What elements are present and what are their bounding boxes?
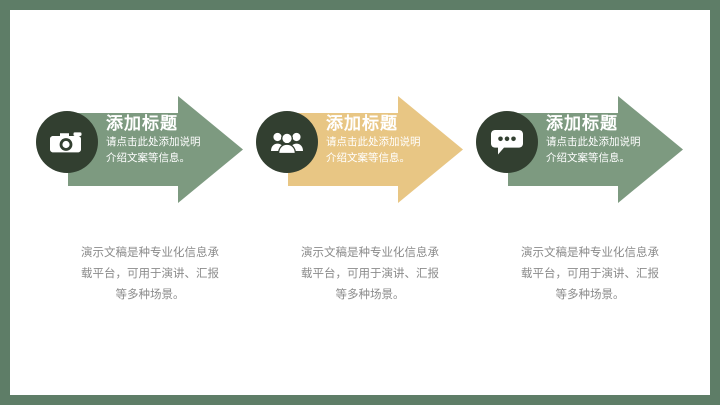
description-3-line-1: 演示文稿是种专业化信息承 xyxy=(521,247,659,259)
description-2-line-1: 演示文稿是种专业化信息承 xyxy=(301,247,439,259)
arrow-shape-2 xyxy=(288,96,463,203)
step-1-text: 添加标题 请点击此处添加说明 介绍文案等信息。 xyxy=(106,113,228,166)
arrow-shape-3 xyxy=(508,96,683,203)
description-1-line-2: 载平台，可用于演讲、汇报 xyxy=(81,268,219,280)
process-step-3[interactable]: 添加标题 请点击此处添加说明 介绍文案等信息。 xyxy=(440,96,684,203)
step-2-icon-badge[interactable] xyxy=(256,111,318,173)
description-2-line-3: 等多种场景。 xyxy=(335,289,405,301)
step-2-sub-line-1: 请点击此处添加说明 xyxy=(326,136,421,148)
step-3-title: 添加标题 xyxy=(546,114,618,133)
description-1-line-1: 演示文稿是种专业化信息承 xyxy=(81,247,219,259)
step-2-title: 添加标题 xyxy=(326,114,398,133)
step-1-title: 添加标题 xyxy=(106,114,178,133)
description-3-line-3: 等多种场景。 xyxy=(555,289,625,301)
step-3-text: 添加标题 请点击此处添加说明 介绍文案等信息。 xyxy=(546,113,668,166)
step-1-icon-badge[interactable] xyxy=(36,111,98,173)
process-step-1[interactable]: 添加标题 请点击此处添加说明 介绍文案等信息。 xyxy=(0,96,244,203)
camera-icon xyxy=(50,132,82,153)
step-1-sub-line-1: 请点击此处添加说明 xyxy=(106,136,201,148)
step-2-text: 添加标题 请点击此处添加说明 介绍文案等信息。 xyxy=(326,113,448,166)
arrow-shape-1 xyxy=(68,96,243,203)
people-group-icon xyxy=(271,132,303,155)
description-2: 演示文稿是种专业化信息承 载平台，可用于演讲、汇报 等多种场景。 xyxy=(275,243,465,306)
slide-canvas xyxy=(10,10,710,395)
process-step-2[interactable]: 添加标题 请点击此处添加说明 介绍文案等信息。 xyxy=(220,96,464,203)
step-1-sub-line-2: 介绍文案等信息。 xyxy=(106,151,190,164)
step-3-icon-badge[interactable] xyxy=(476,111,538,173)
description-2-line-2: 载平台，可用于演讲、汇报 xyxy=(301,268,439,280)
description-3: 演示文稿是种专业化信息承 载平台，可用于演讲、汇报 等多种场景。 xyxy=(495,243,685,306)
description-1: 演示文稿是种专业化信息承 载平台，可用于演讲、汇报 等多种场景。 xyxy=(55,243,245,306)
speech-bubble-icon xyxy=(491,130,523,155)
description-3-line-2: 载平台，可用于演讲、汇报 xyxy=(521,268,659,280)
step-3-sub-line-2: 介绍文案等信息。 xyxy=(546,151,630,164)
step-3-sub-line-1: 请点击此处添加说明 xyxy=(546,136,641,148)
description-row: 演示文稿是种专业化信息承 载平台，可用于演讲、汇报 等多种场景。 演示文稿是种专… xyxy=(0,243,720,323)
step-2-sub-line-2: 介绍文案等信息。 xyxy=(326,151,410,164)
description-1-line-3: 等多种场景。 xyxy=(115,289,185,301)
